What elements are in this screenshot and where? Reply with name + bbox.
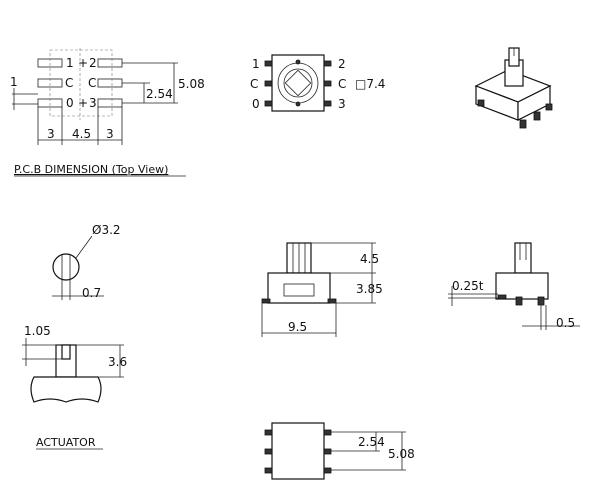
front-terminal-right (327, 298, 337, 304)
top-label-2: 2 (338, 57, 346, 71)
side-terminal (537, 296, 545, 306)
top-view-dot-bottom (295, 101, 301, 107)
top-label-c-left: C (250, 77, 258, 91)
actuator-caption: ACTUATOR (36, 436, 96, 449)
pcb-label-c-left: C (65, 76, 73, 90)
side-terminal (515, 296, 523, 306)
iso-terminal (519, 119, 527, 129)
actuator-circle (52, 253, 80, 281)
top-terminal-c-right (323, 80, 332, 87)
actuator-head-width: 1.05 (24, 324, 51, 338)
pcb-caption: P.C.B DIMENSION (Top View) (14, 163, 168, 176)
front-body (267, 272, 331, 304)
pcb-dim-bottom-right: 3 (106, 127, 114, 141)
side-view: 0.25t 0.5 (448, 242, 580, 330)
pcb-label-c-right: C (88, 76, 96, 90)
actuator-slot-width: 0.7 (82, 286, 101, 300)
pcb-label-1: 1 (66, 56, 74, 70)
pcb-dimension-view: 1 C 0 2 C 3 + + 1 2.54 5.08 3 4.5 3 P.C.… (10, 48, 205, 177)
pcb-plus-top: + (78, 56, 88, 70)
top-view-square-dim: □7.4 (355, 77, 385, 91)
actuator-slot (61, 344, 71, 360)
bottom-terminal (264, 448, 273, 455)
actuator-base (30, 376, 102, 403)
top-label-0: 0 (252, 97, 260, 111)
bottom-terminal (264, 429, 273, 436)
pcb-outline (49, 49, 113, 117)
top-terminal-3 (323, 100, 332, 107)
top-label-c-right: C (338, 77, 346, 91)
front-view: 4.5 3.85 9.5 (261, 242, 383, 337)
pcb-pad-3 (97, 98, 123, 108)
side-terminal-thickness: 0.25t (452, 279, 484, 293)
bottom-pitch: 2.54 (358, 435, 385, 449)
bottom-terminal (323, 448, 332, 455)
actuator-diameter: Ø3.2 (92, 223, 121, 237)
top-view: 1 C 0 2 C 3 □7.4 (250, 54, 385, 112)
pcb-label-2: 2 (89, 56, 97, 70)
pcb-dim-pin-width: 1 (10, 75, 18, 89)
actuator-top-view: Ø3.2 0.7 (52, 223, 121, 300)
iso-terminal (545, 103, 553, 111)
top-terminal-2 (323, 60, 332, 67)
top-terminal-c-left (264, 80, 273, 87)
bottom-view: 2.54 5.08 (264, 422, 415, 480)
bottom-body (271, 422, 325, 480)
side-terminal (497, 294, 507, 300)
iso-terminal (533, 111, 541, 121)
pcb-dim-2-54: 2.54 (146, 87, 173, 101)
top-view-inner-ring (283, 68, 313, 98)
bottom-terminal (323, 467, 332, 474)
front-shaft-height: 4.5 (360, 252, 379, 266)
pcb-dim-bottom-left: 3 (47, 127, 55, 141)
bottom-total: 5.08 (388, 447, 415, 461)
bottom-terminal (264, 467, 273, 474)
isometric-view (474, 47, 553, 129)
pcb-dim-5-08: 5.08 (178, 77, 205, 91)
pcb-plus-bottom: + (78, 96, 88, 110)
top-view-dot-top (295, 59, 301, 65)
actuator-side-view: 1.05 3.6 ACTUATOR (22, 324, 127, 450)
iso-terminal (477, 99, 485, 107)
front-terminal-left (261, 298, 271, 304)
pcb-pad-c-right (97, 78, 123, 88)
pcb-label-3: 3 (89, 96, 97, 110)
top-label-3: 3 (338, 97, 346, 111)
front-window (283, 283, 315, 297)
top-view-diamond (284, 69, 312, 97)
pcb-dim-bottom-mid: 4.5 (72, 127, 91, 141)
top-terminal-0 (264, 100, 273, 107)
pcb-label-0: 0 (66, 96, 74, 110)
actuator-leader (75, 235, 93, 259)
side-shaft (514, 242, 532, 274)
top-label-1: 1 (252, 57, 260, 71)
bottom-terminal (323, 429, 332, 436)
side-terminal-offset: 0.5 (556, 316, 575, 330)
pcb-pad-2 (97, 58, 123, 68)
front-body-width: 9.5 (288, 320, 307, 334)
top-terminal-1 (264, 60, 273, 67)
front-body-height: 3.85 (356, 282, 383, 296)
actuator-shaft-height: 3.6 (108, 355, 127, 369)
